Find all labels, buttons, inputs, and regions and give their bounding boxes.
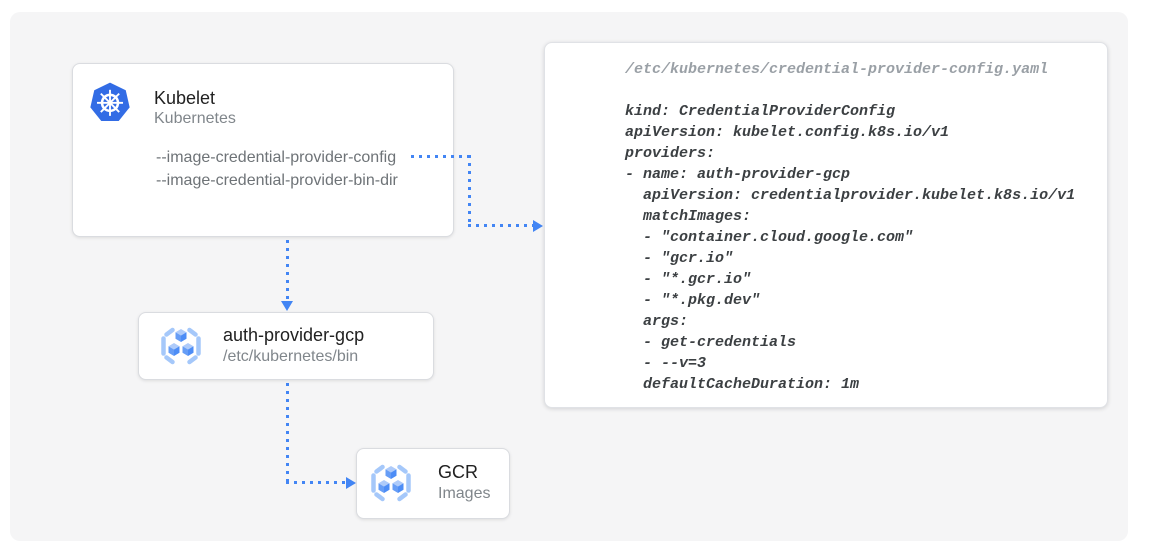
dotted-line-auth-to-gcr <box>286 481 346 484</box>
dotted-line-auth-down <box>286 383 289 482</box>
kubelet-card: Kubelet Kubernetes --image-credential-pr… <box>72 63 454 237</box>
auth-provider-title: auth-provider-gcp <box>223 325 365 345</box>
kubelet-title: Kubelet <box>154 88 216 108</box>
gcr-subtitle: Images <box>438 485 491 502</box>
auth-provider-card: auth-provider-gcp /etc/kubernetes/bin <box>138 312 434 380</box>
dotted-line-config-to-panel <box>468 224 533 227</box>
gcr-cubes-icon <box>156 323 206 369</box>
flag-image-credential-provider-bin-dir: --image-credential-provider-bin-dir <box>156 172 398 189</box>
dotted-line-config-horizontal <box>411 155 470 158</box>
flag-image-credential-provider-config: --image-credential-provider-config <box>156 149 397 166</box>
arrowhead-right-icon <box>346 477 356 489</box>
gcr-cubes-icon <box>366 460 416 506</box>
gcr-card: GCR Images <box>356 448 510 519</box>
arrowhead-down-icon <box>281 301 293 311</box>
credential-provider-config-panel: /etc/kubernetes/credential-provider-conf… <box>544 42 1108 408</box>
config-yaml-content: kind: CredentialProviderConfig apiVersio… <box>625 103 1076 393</box>
gcr-title: GCR <box>438 462 478 482</box>
dotted-line-kubelet-to-auth <box>286 240 289 301</box>
arrowhead-right-icon <box>533 220 543 232</box>
auth-provider-subtitle: /etc/kubernetes/bin <box>223 348 359 365</box>
kubelet-subtitle: Kubernetes <box>154 110 236 127</box>
dotted-line-config-vertical <box>468 155 471 227</box>
kubernetes-icon <box>89 81 131 123</box>
config-file-path: /etc/kubernetes/credential-provider-conf… <box>625 61 1049 78</box>
